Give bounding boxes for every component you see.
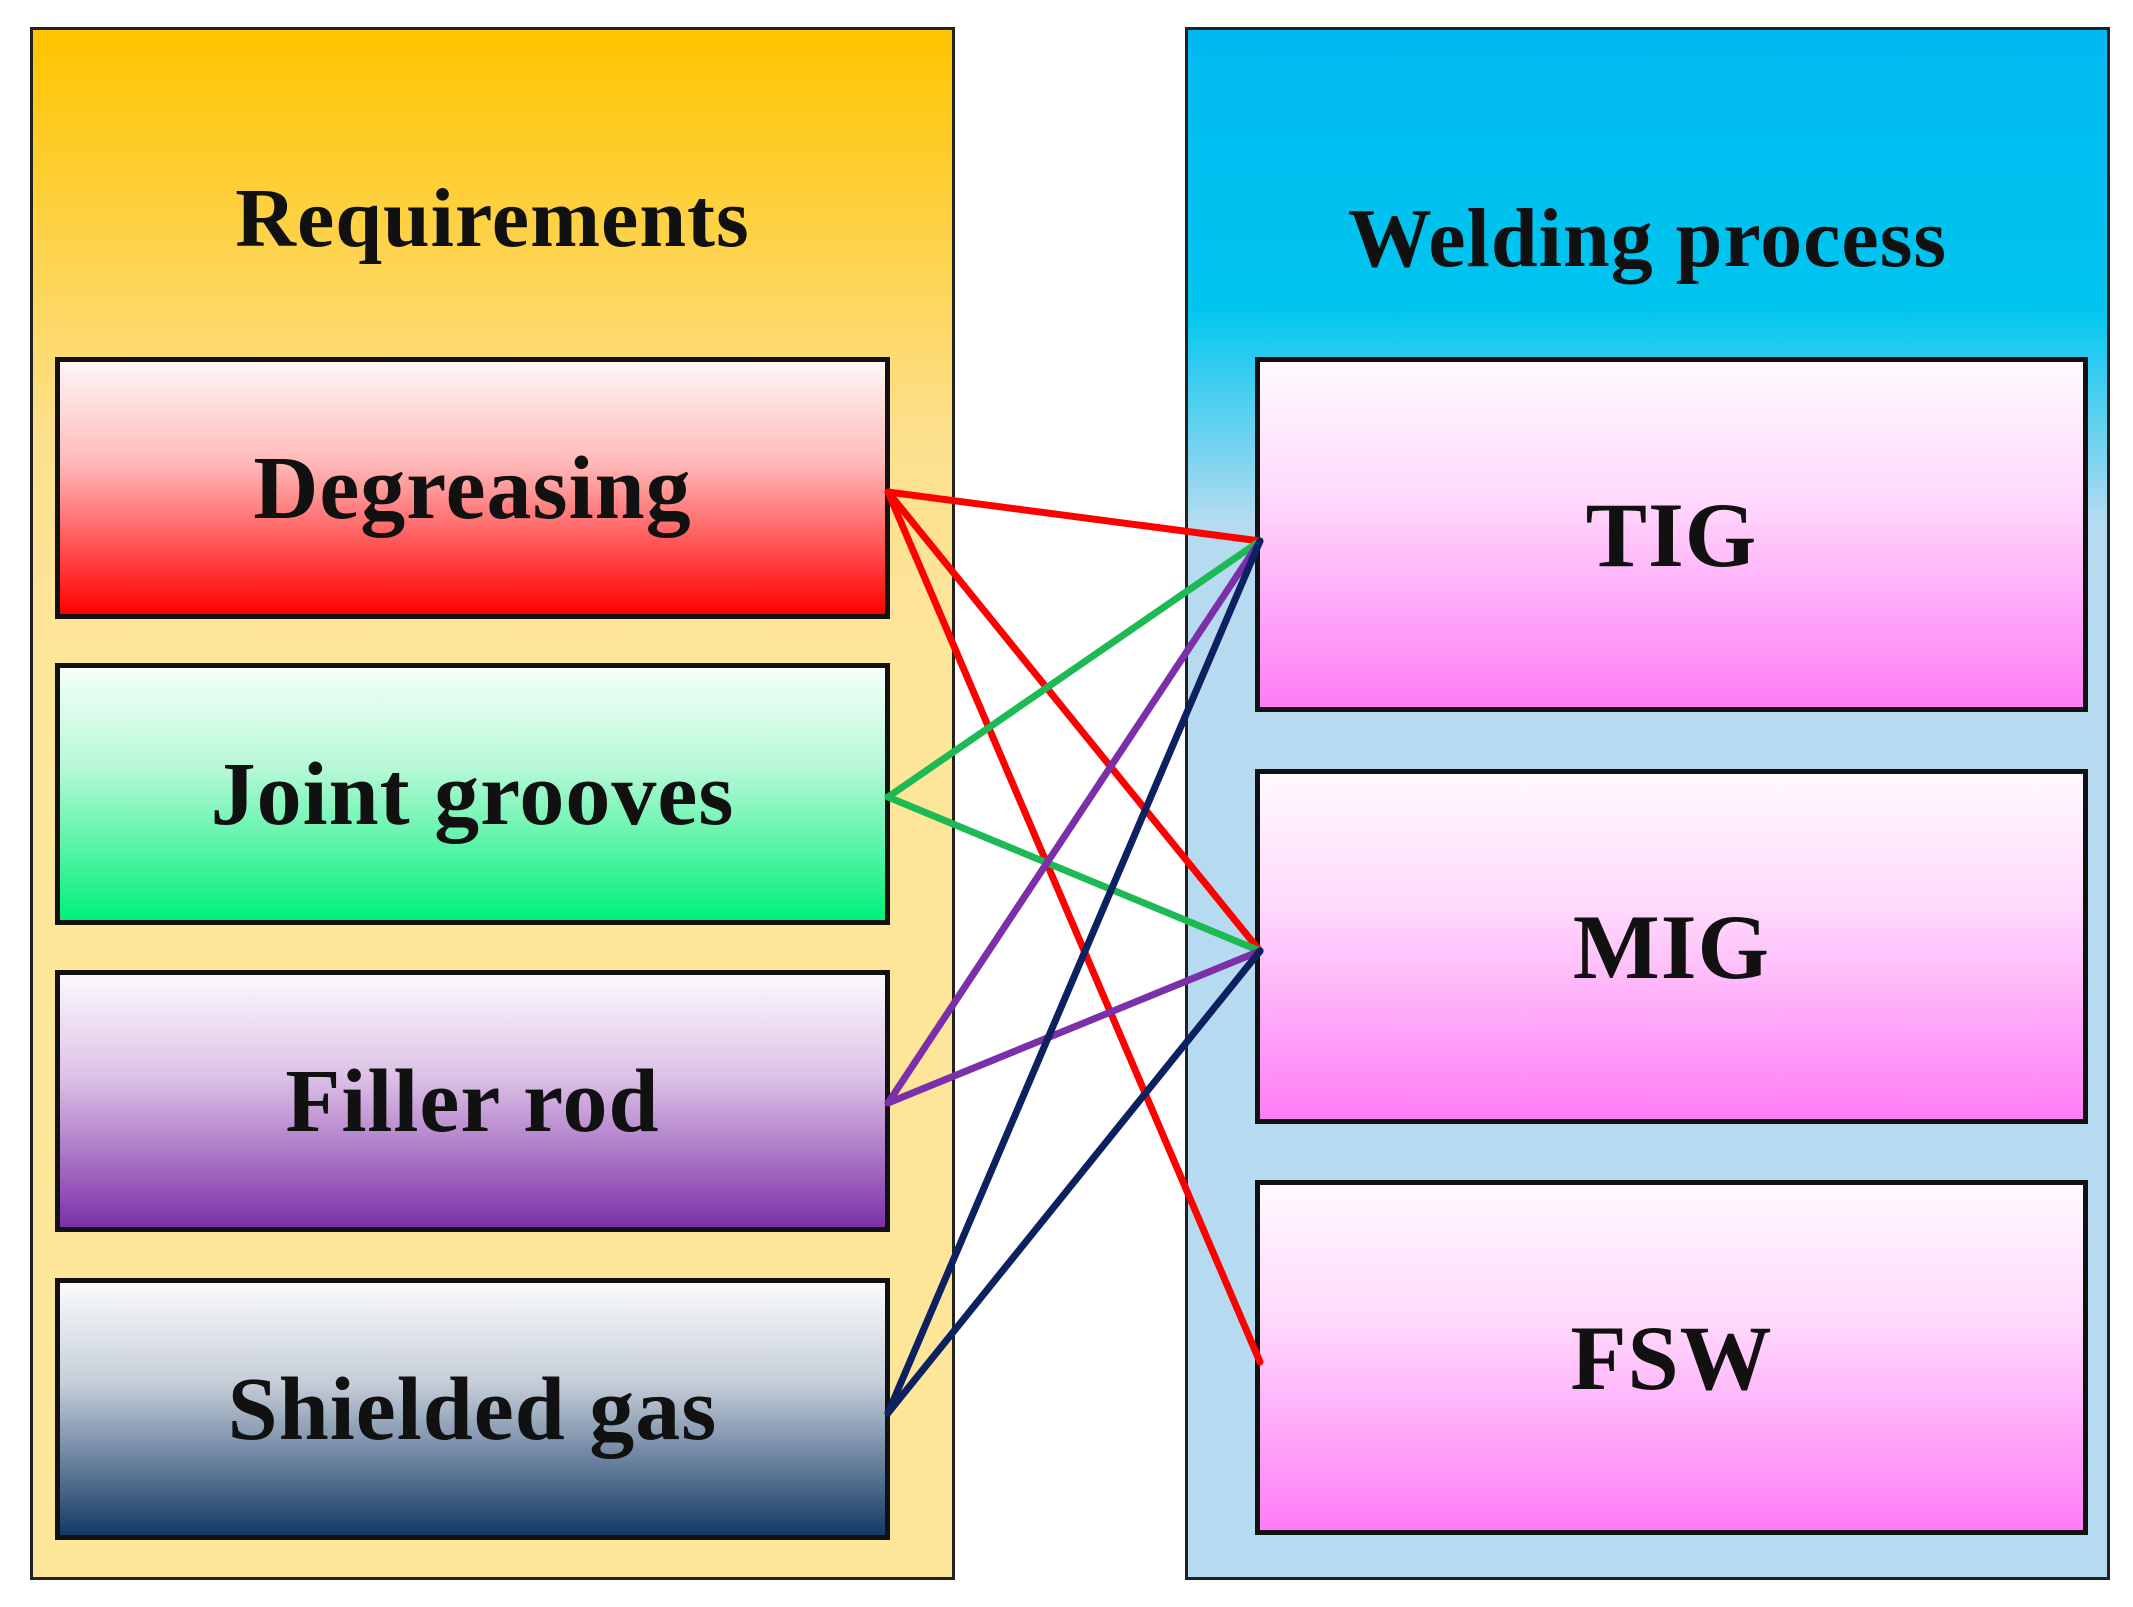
- requirement-shielded-gas: Shielded gas: [55, 1278, 890, 1540]
- requirements-title: Requirements: [235, 172, 750, 265]
- requirement-filler-rod: Filler rod: [55, 970, 890, 1232]
- process-mig: MIG: [1255, 769, 2088, 1124]
- welding-process-title: Welding process: [1347, 192, 1948, 285]
- process-tig: TIG: [1255, 357, 2088, 712]
- requirement-degreasing: Degreasing: [55, 357, 890, 619]
- requirement-joint-grooves: Joint grooves: [55, 663, 890, 925]
- process-fsw: FSW: [1255, 1180, 2088, 1535]
